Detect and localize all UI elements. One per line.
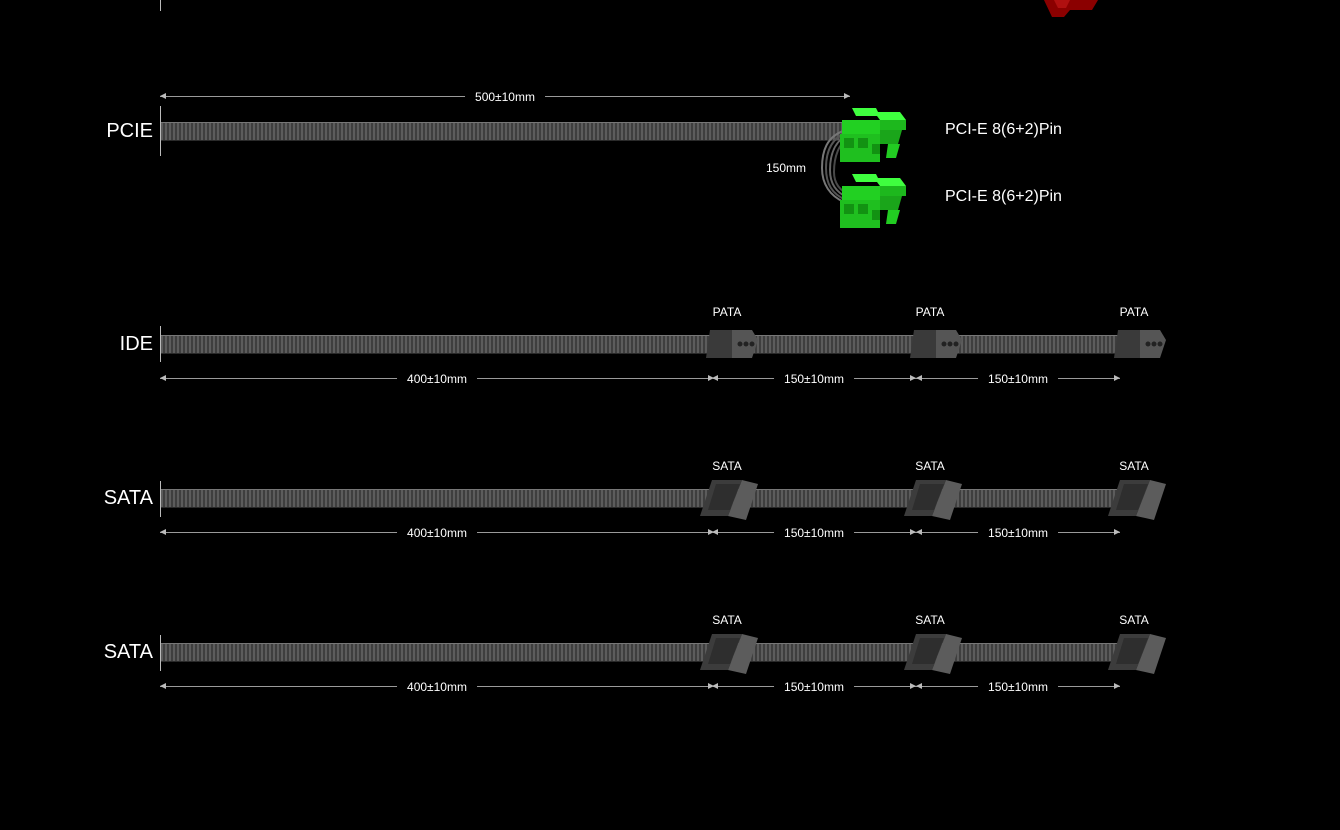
sata1-row-label: SATA bbox=[103, 487, 153, 509]
ide-connector-3-label: PATA bbox=[1119, 305, 1149, 319]
pcie-row-label: PCIE bbox=[106, 120, 153, 142]
sata1-connector-2-label: SATA bbox=[915, 459, 945, 473]
top-red-connector bbox=[1044, 0, 1098, 17]
ide-length-2-label: 150±10mm bbox=[774, 372, 854, 386]
sata2-connector-2-icon bbox=[904, 634, 962, 674]
pcie-length-label: 500±10mm bbox=[465, 90, 545, 104]
pcie-cable bbox=[161, 122, 847, 141]
sata1-start-bar bbox=[160, 481, 161, 517]
pcie-length-dimension: 500±10mm bbox=[160, 90, 850, 104]
ide-length-3-dimension: 150±10mm bbox=[916, 372, 1120, 386]
ide-connector-2-label: PATA bbox=[915, 305, 945, 319]
ide-cable bbox=[161, 335, 1121, 354]
sata1-length-3-dimension: 150±10mm bbox=[916, 526, 1120, 540]
sata2-row-label: SATA bbox=[103, 641, 153, 663]
sata2-connector-3-icon bbox=[1108, 634, 1166, 674]
ide-connector-3-icon bbox=[1114, 330, 1166, 358]
sata1-length-3-label: 150±10mm bbox=[978, 526, 1058, 540]
sata1-cable bbox=[161, 489, 1121, 508]
top-start-bar bbox=[160, 0, 161, 11]
ide-length-1-label: 400±10mm bbox=[397, 372, 477, 386]
sata2-connector-1-icon bbox=[700, 634, 758, 674]
sata2-length-1-dimension: 400±10mm bbox=[160, 680, 714, 694]
sata2-length-2-dimension: 150±10mm bbox=[712, 680, 916, 694]
ide-length-2-dimension: 150±10mm bbox=[712, 372, 916, 386]
ide-row-label: IDE bbox=[119, 333, 153, 355]
ide-length-1-dimension: 400±10mm bbox=[160, 372, 714, 386]
sata2-length-2-label: 150±10mm bbox=[774, 680, 854, 694]
sata1-length-2-label: 150±10mm bbox=[774, 526, 854, 540]
sata2-start-bar bbox=[160, 635, 161, 671]
sata1-length-1-dimension: 400±10mm bbox=[160, 526, 714, 540]
ide-connector-1-label: PATA bbox=[712, 305, 742, 319]
sata1-connector-3-label: SATA bbox=[1119, 459, 1149, 473]
pcie-start-bar bbox=[160, 106, 161, 156]
pcie-branch-length-label: 150mm bbox=[766, 161, 807, 175]
sata2-length-1-label: 400±10mm bbox=[397, 680, 477, 694]
sata2-connector-1-label: SATA bbox=[712, 613, 742, 627]
sata2-length-3-dimension: 150±10mm bbox=[916, 680, 1120, 694]
sata1-connector-1-icon bbox=[700, 480, 758, 520]
sata2-connector-3-label: SATA bbox=[1119, 613, 1149, 627]
sata1-length-2-dimension: 150±10mm bbox=[712, 526, 916, 540]
pcie-connector-1-label: PCI-E 8(6+2)Pin bbox=[945, 121, 1062, 138]
pcie-connector-2-label: PCI-E 8(6+2)Pin bbox=[945, 188, 1062, 205]
sata2-length-3-label: 150±10mm bbox=[978, 680, 1058, 694]
sata1-length-1-label: 400±10mm bbox=[397, 526, 477, 540]
sata1-connector-3-icon bbox=[1108, 480, 1166, 520]
ide-length-3-label: 150±10mm bbox=[978, 372, 1058, 386]
sata1-connector-2-icon bbox=[904, 480, 962, 520]
pcie-connector-1-icon bbox=[840, 108, 906, 162]
ide-start-bar bbox=[160, 326, 161, 362]
ide-connector-2-icon bbox=[910, 330, 962, 358]
sata2-connector-2-label: SATA bbox=[915, 613, 945, 627]
sata2-cable bbox=[161, 643, 1121, 662]
sata1-connector-1-label: SATA bbox=[712, 459, 742, 473]
pcie-connector-2-icon bbox=[840, 174, 906, 228]
ide-connector-1-icon bbox=[706, 330, 758, 358]
